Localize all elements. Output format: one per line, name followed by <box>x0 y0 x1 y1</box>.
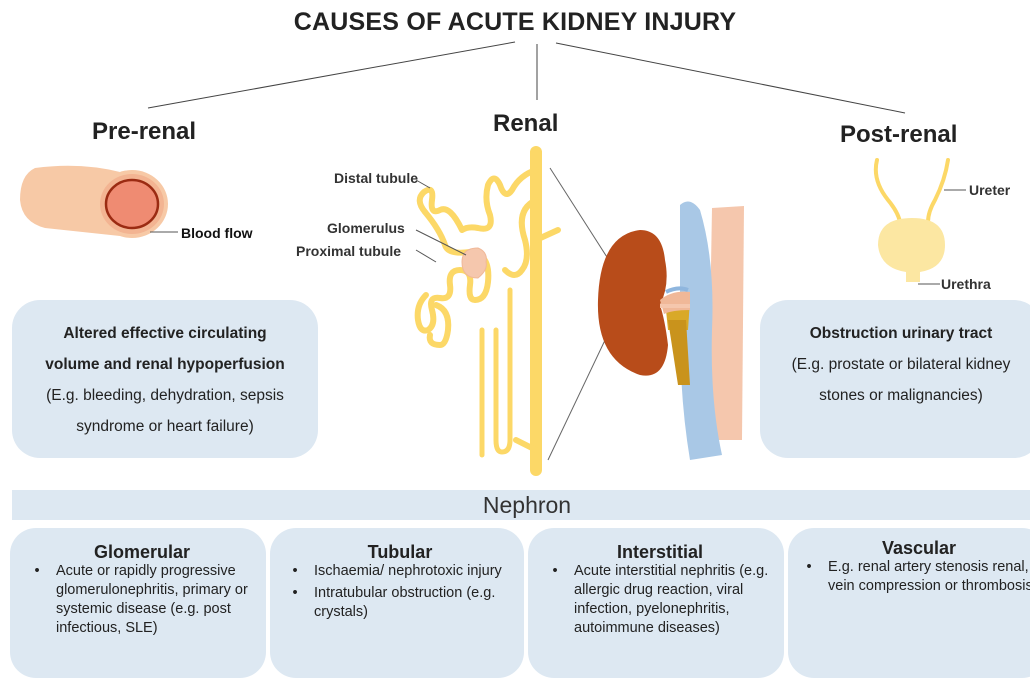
pre-renal-heading: Pre-renal <box>92 118 196 146</box>
pre-renal-box: Altered effective circulating volume and… <box>12 300 318 458</box>
loop-of-henle <box>496 290 510 452</box>
post-renal-box-line2: (E.g. prostate or bilateral kidney <box>760 349 1030 380</box>
vascular-card: Vascular •E.g. renal artery stenosis ren… <box>788 528 1030 678</box>
bladder-illustration <box>876 160 966 284</box>
pre-renal-box-line1: Altered effective circulating <box>12 318 318 349</box>
post-renal-heading: Post-renal <box>840 121 957 149</box>
list-item: •Acute interstitial nephritis (e.g. alle… <box>536 562 784 638</box>
ureter-label: Ureter <box>969 182 1010 198</box>
interstitial-card: Interstitial •Acute interstitial nephrit… <box>528 528 784 678</box>
tubular-title: Tubular <box>276 542 524 562</box>
diagram-title: CAUSES OF ACUTE KIDNEY INJURY <box>0 8 1030 37</box>
distal-tubule-label: Distal tubule <box>334 170 418 186</box>
urethra-label: Urethra <box>941 276 991 292</box>
nephron-heading: Nephron <box>12 490 1030 520</box>
post-renal-box-line3: stones or malignancies) <box>760 380 1030 411</box>
glomerulus-shape <box>462 248 486 278</box>
pre-renal-box-line4: syndrome or heart failure) <box>12 411 318 442</box>
post-renal-box: Obstruction urinary tract (E.g. prostate… <box>760 300 1030 458</box>
glomerular-card: Glomerular •Acute or rapidly progressive… <box>10 528 266 678</box>
tubular-card: Tubular •Ischaemia/ nephrotoxic injury •… <box>270 528 524 678</box>
vascular-title: Vascular <box>790 538 1030 558</box>
glomerulus-label: Glomerulus <box>327 220 405 236</box>
list-item: •Acute or rapidly progressive glomerulon… <box>18 562 266 638</box>
bladder-shape <box>878 218 945 282</box>
kidney-shape <box>598 230 668 376</box>
left-ureter-shape <box>876 160 900 222</box>
kidney-illustration <box>598 201 744 460</box>
title-connectors <box>148 42 905 113</box>
list-item: •Ischaemia/ nephrotoxic injury <box>276 562 524 581</box>
list-item: •E.g. renal artery stenosis renal, vein … <box>790 558 1030 596</box>
connector-pre-renal <box>148 42 515 108</box>
pre-renal-box-line3: (E.g. bleeding, dehydration, sepsis <box>12 380 318 411</box>
list-item: •Intratubular obstruction (e.g. crystals… <box>276 584 524 622</box>
blood-flow-label: Blood flow <box>181 225 253 241</box>
interstitial-title: Interstitial <box>536 542 784 562</box>
right-ureter-shape <box>928 160 948 222</box>
connector-post-renal <box>556 43 905 113</box>
distal-tubule-shape <box>420 170 536 230</box>
renal-heading: Renal <box>493 110 558 138</box>
post-renal-box-line1: Obstruction urinary tract <box>760 318 1030 349</box>
blood-vessel-illustration <box>20 166 178 238</box>
proximal-tubule-label: Proximal tubule <box>296 243 401 259</box>
nephron-illustration <box>418 152 558 470</box>
pre-renal-box-line2: volume and renal hypoperfusion <box>12 349 318 380</box>
glomerular-title: Glomerular <box>18 542 266 562</box>
